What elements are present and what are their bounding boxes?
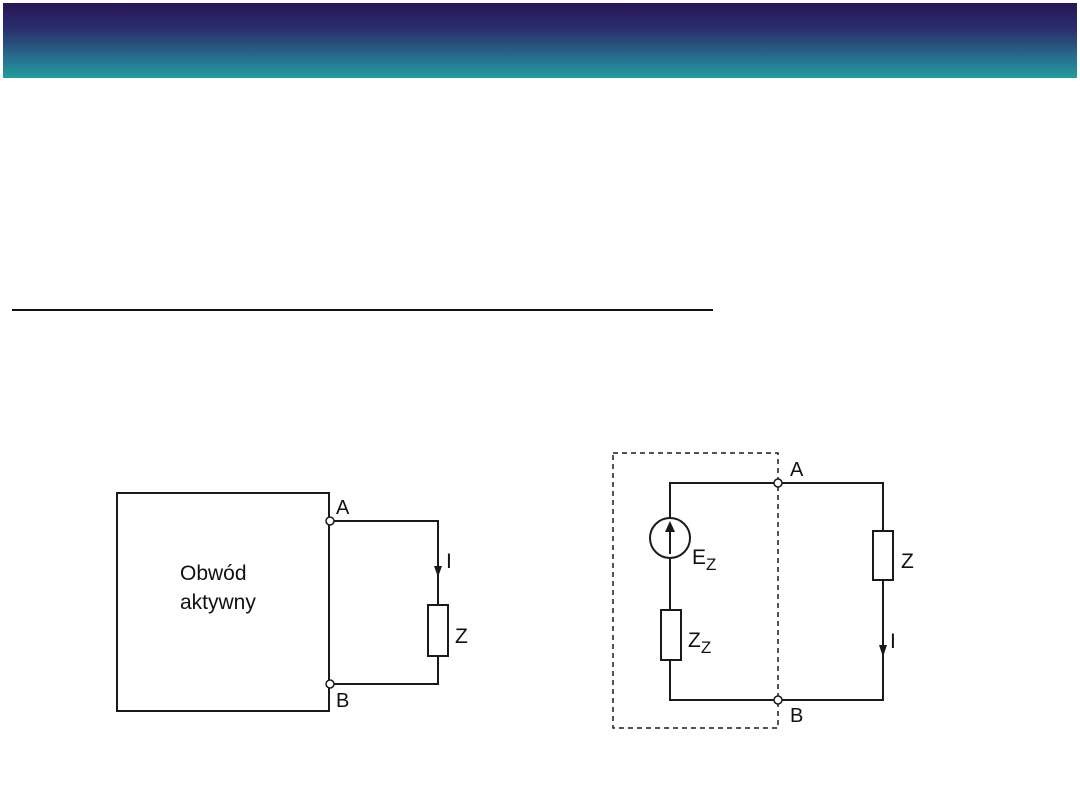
source-subscript: Z (706, 555, 716, 574)
terminal-a-label-left: A (336, 497, 350, 519)
load-label-right: Z (901, 550, 914, 573)
terminal-a-left (325, 516, 335, 526)
box-label-line2: aktywny (180, 591, 256, 614)
terminal-a-right (773, 478, 783, 488)
current-label-left: I (446, 550, 452, 573)
terminal-b-left (325, 679, 335, 689)
load-impedance-left (427, 604, 449, 657)
wire-bottom-left (330, 656, 439, 685)
current-arrow-icon-right (879, 645, 887, 657)
impedance-label-left: Z (455, 625, 468, 648)
wire-top-right (669, 482, 884, 531)
internal-impedance-subscript: Z (701, 638, 711, 657)
active-network-box (116, 492, 330, 712)
equivalent-boundary (612, 452, 779, 729)
internal-impedance (660, 609, 682, 661)
source-label: EZ (692, 546, 716, 574)
internal-impedance-label: ZZ (688, 629, 711, 657)
terminal-a-label-right: A (790, 459, 804, 481)
terminal-b-right (773, 695, 783, 705)
title-underline (12, 309, 713, 311)
terminal-b-label-left: B (336, 690, 349, 712)
current-label-right: I (890, 630, 896, 653)
box-label-line1: Obwód (180, 562, 247, 585)
current-arrow-icon (434, 566, 442, 577)
header-band (3, 3, 1077, 78)
source-arrow-icon (665, 521, 675, 532)
load-impedance-right (872, 530, 894, 581)
terminal-b-label-right: B (790, 705, 803, 727)
